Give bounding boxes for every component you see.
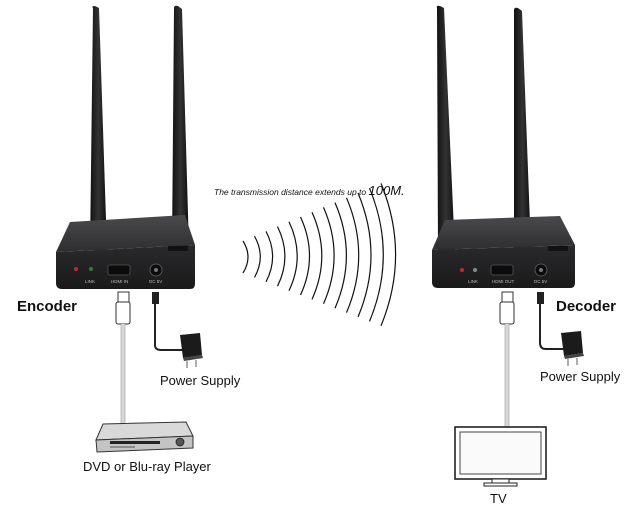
signal-arc xyxy=(380,183,397,327)
decoder-link-led xyxy=(473,268,477,272)
transmission-caption: The transmission distance extends up to … xyxy=(214,183,405,198)
decoder-device: LINK HDMI OUT DC 5V xyxy=(432,5,575,288)
encoder-device: LINK HDMI IN DC 5V xyxy=(56,5,195,289)
decoder-antenna-right xyxy=(514,7,531,250)
decoder-link-text: LINK xyxy=(468,279,478,284)
encoder-power-cable xyxy=(152,292,203,368)
dvd-player-label: DVD or Blu-ray Player xyxy=(83,459,211,474)
decoder-hdmi-cable xyxy=(499,291,515,427)
signal-arc xyxy=(368,187,384,322)
encoder-hdmi-cable xyxy=(115,291,131,424)
tv-icon xyxy=(454,426,547,487)
tv-label: TV xyxy=(490,491,507,506)
signal-arc xyxy=(242,240,249,274)
signal-arc xyxy=(288,221,298,291)
signal-arc xyxy=(311,211,323,300)
signal-arc xyxy=(253,235,261,278)
decoder-dc-text: DC 5V xyxy=(534,279,547,284)
signal-arc xyxy=(276,226,286,287)
encoder-antenna-right xyxy=(172,5,189,248)
right-power-supply-label: Power Supply xyxy=(540,369,621,384)
decoder-power-led xyxy=(460,268,464,272)
encoder-link-led xyxy=(89,267,93,271)
encoder-link-text: LINK xyxy=(85,279,95,284)
decoder-power-cable xyxy=(537,292,584,366)
decoder-antenna-left xyxy=(436,5,455,253)
signal-arc xyxy=(322,207,335,305)
caption-distance: 100M. xyxy=(368,183,405,198)
decoder-hdmi-port xyxy=(490,264,514,276)
encoder-antenna-left xyxy=(90,6,107,250)
encoder-power-led xyxy=(74,267,78,271)
decoder-label: Decoder xyxy=(556,298,617,315)
wireless-signal-waves xyxy=(242,183,397,327)
signal-arc xyxy=(265,231,274,283)
caption-text: The transmission distance extends up to xyxy=(214,187,367,197)
signal-arc xyxy=(345,197,360,313)
signal-arc xyxy=(299,216,311,296)
encoder-dc-text: DC 5V xyxy=(149,279,162,284)
decoder-hdmi-text: HDMI OUT xyxy=(492,279,514,284)
signal-arc xyxy=(357,192,372,318)
dvd-player-icon xyxy=(95,421,194,453)
signal-arc xyxy=(334,202,347,309)
left-power-supply-label: Power Supply xyxy=(160,373,241,388)
encoder-hdmi-text: HDMI IN xyxy=(111,279,128,284)
encoder-hdmi-port xyxy=(107,264,131,276)
encoder-label: Encoder xyxy=(17,298,78,315)
